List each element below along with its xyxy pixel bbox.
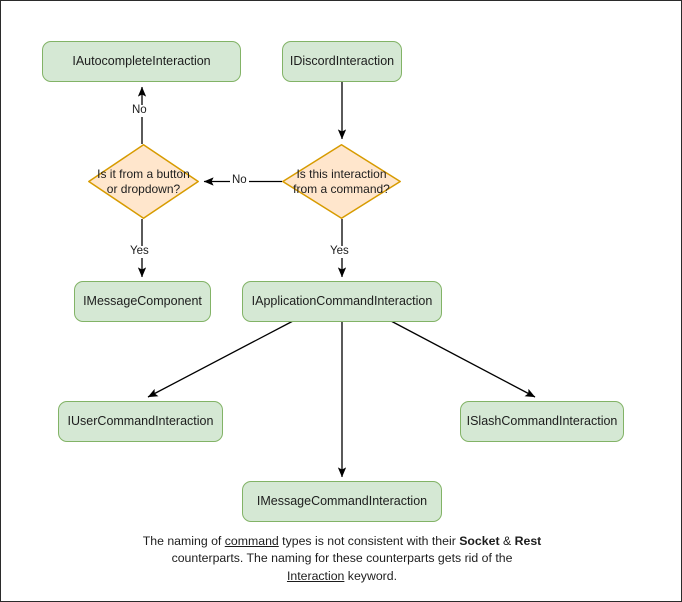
- node-slash-command-interaction-label: ISlashCommandInteraction: [466, 413, 618, 428]
- caption-text-3: &: [499, 534, 515, 548]
- node-discord-interaction-label: IDiscordInteraction: [289, 53, 395, 68]
- caption-text-6: keyword.: [344, 568, 398, 583]
- edge-label-yes-right: Yes: [328, 245, 351, 258]
- node-application-command-interaction-label: IApplicationCommandInteraction: [251, 293, 433, 308]
- caption-text-4: counterparts. The naming for these: [171, 551, 363, 566]
- node-discord-interaction[interactable]: IDiscordInteraction: [282, 41, 402, 82]
- diamond-shape-button-or-dropdown: [88, 144, 199, 219]
- caption-bold-rest: Rest: [514, 534, 542, 548]
- node-message-component[interactable]: IMessageComponent: [74, 281, 211, 322]
- node-decision-is-command-label: Is this interaction from a command?: [293, 167, 390, 196]
- edge-application-command-to-slash-command: [390, 320, 536, 398]
- edge-label-yes-left: Yes: [128, 245, 151, 258]
- node-decision-is-command[interactable]: Is this interaction from a command?: [282, 144, 401, 219]
- edge-label-no-up: No: [130, 104, 149, 117]
- caption-bold-socket: Socket: [459, 534, 500, 548]
- caption-underline-interaction: Interaction: [286, 568, 345, 583]
- diagram-caption: The naming of command types is not consi…: [142, 533, 542, 585]
- node-autocomplete-interaction[interactable]: IAutocompleteInteraction: [42, 41, 241, 82]
- edge-application-command-to-user-command: [147, 320, 294, 398]
- caption-text-1: The naming of: [142, 534, 225, 548]
- node-user-command-interaction-label: IUserCommandInteraction: [67, 413, 214, 428]
- diamond-shape-is-command: [282, 144, 401, 219]
- node-message-component-label: IMessageComponent: [83, 293, 202, 308]
- node-decision-button-or-dropdown-label: Is it from a button or dropdown?: [97, 167, 190, 196]
- caption-text-2: types is not consistent with their: [278, 534, 456, 548]
- node-message-command-interaction[interactable]: IMessageCommandInteraction: [242, 481, 442, 522]
- caption-text-5: counterparts gets rid of the: [366, 551, 513, 566]
- caption-underline-command: command: [224, 534, 279, 548]
- node-application-command-interaction[interactable]: IApplicationCommandInteraction: [242, 281, 442, 322]
- edge-label-no-left: No: [230, 174, 249, 187]
- node-autocomplete-interaction-label: IAutocompleteInteraction: [72, 53, 211, 68]
- node-user-command-interaction[interactable]: IUserCommandInteraction: [58, 401, 223, 442]
- node-decision-button-or-dropdown[interactable]: Is it from a button or dropdown?: [88, 144, 199, 219]
- node-slash-command-interaction[interactable]: ISlashCommandInteraction: [460, 401, 624, 442]
- node-message-command-interaction-label: IMessageCommandInteraction: [256, 493, 428, 508]
